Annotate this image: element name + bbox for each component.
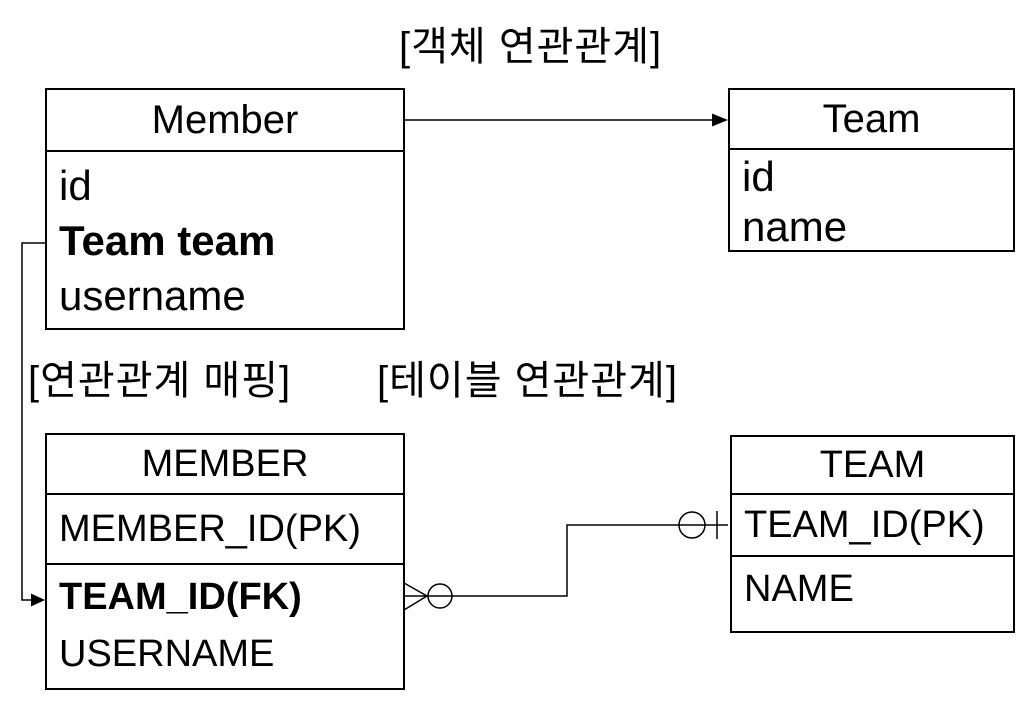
mapping-label: [연관관계 매핑] [28, 359, 292, 403]
object-relation-title: [객체 연관관계] [399, 25, 663, 69]
member-class-fields: id Team team username [47, 152, 403, 323]
member-table-title: MEMBER [47, 435, 403, 495]
table-relationship [403, 511, 728, 611]
table-relationship-line [404, 524, 728, 597]
crow-foot-many-icon [403, 582, 428, 611]
team-table-fields: NAME [732, 557, 1013, 618]
member-table-username-field: USERNAME [59, 633, 275, 675]
member-table-pk-row: MEMBER_ID(PK) [47, 495, 403, 565]
team-table-pk-row: TEAM_ID(PK) [732, 495, 1013, 557]
team-table-name-field: NAME [744, 568, 854, 610]
member-field-id: id [59, 162, 92, 209]
mapping-connector-line [21, 242, 45, 601]
object-association-arrow [405, 113, 728, 127]
team-class-fields: id name [730, 150, 1013, 252]
member-class-box: Member id Team team username [45, 88, 405, 330]
member-field-team: Team team [59, 217, 276, 264]
team-field-name: name [742, 203, 848, 250]
zero-circle-icon [427, 583, 453, 609]
team-table-box: TEAM TEAM_ID(PK) NAME [730, 435, 1015, 633]
team-field-id: id [742, 153, 775, 200]
member-table-box: MEMBER MEMBER_ID(PK) TEAM_ID(FK) USERNAM… [45, 433, 405, 690]
arrowhead-icon [712, 113, 728, 127]
member-table-fk-field: TEAM_ID(FK) [59, 576, 302, 618]
zero-circle-icon [678, 511, 706, 539]
mapping-connector [21, 242, 45, 607]
member-field-username: username [59, 272, 246, 319]
member-class-title: Member [47, 90, 403, 152]
arrowhead-icon [31, 593, 45, 607]
team-class-title: Team [730, 90, 1013, 150]
member-table-fields: TEAM_ID(FK) USERNAME [47, 565, 403, 683]
team-class-box: Team id name [728, 88, 1015, 252]
team-table-title: TEAM [732, 437, 1013, 495]
table-relation-title: [테이블 연관관계] [377, 359, 678, 403]
